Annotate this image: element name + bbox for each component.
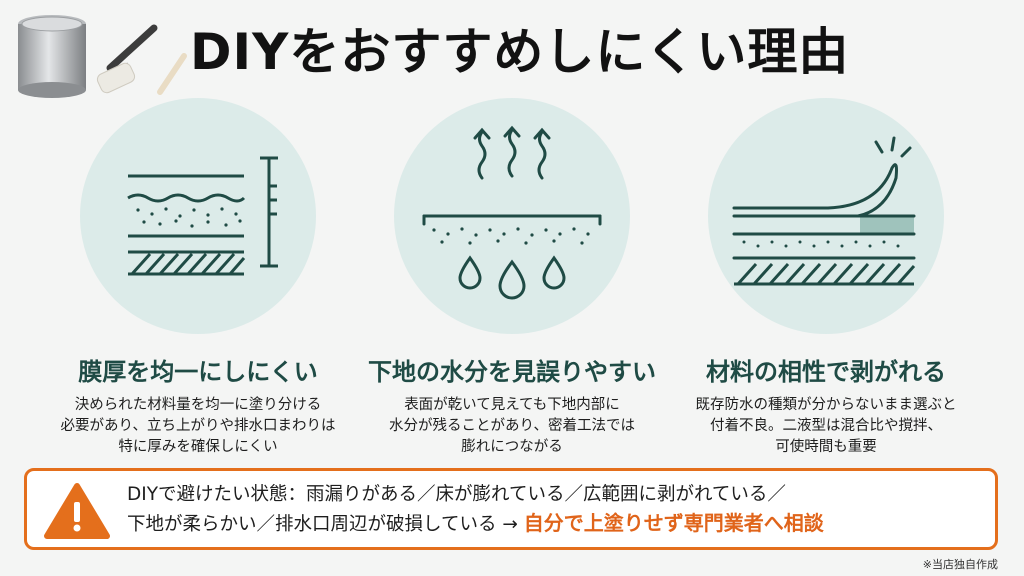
card-description: 既存防水の種類が分からないまま選ぶと 付着不良。二液型は混合比や撹拌、 可使時間… xyxy=(695,397,957,455)
moisture-icon xyxy=(394,98,630,334)
card-description: 決められた材料量を均一に塗り分ける 必要があり、立ち上がりや排水口まわりは 特に… xyxy=(60,397,336,455)
peeling-icon xyxy=(708,98,944,334)
warning-text: DIYで避けたい状態：雨漏りがある／床が膨れている／広範囲に剥がれている／ 下地… xyxy=(127,481,824,539)
reason-card-thickness: 膜厚を均一にしにくい 決められた材料量を均一に塗り分ける 必要があり、立ち上がり… xyxy=(48,98,348,458)
card-heading: 膜厚を均一にしにくい xyxy=(78,358,318,386)
card-heading: 材料の相性で剥がれる xyxy=(706,358,946,386)
warning-highlight: 自分で上塗りせず専門業者へ相談 xyxy=(523,511,824,535)
source-note: ※当店独自作成 xyxy=(922,558,998,571)
reason-card-moisture: 下地の水分を見誤りやすい 表面が乾いて見えても下地内部に 水分が残ることがあり、… xyxy=(362,98,662,458)
warning-line-2: 下地が柔らかい／排水口周辺が破損している → 自分で上塗りせず専門業者へ相談 xyxy=(127,509,824,539)
membrane-thickness-icon xyxy=(80,98,316,334)
card-description: 表面が乾いて見えても下地内部に 水分が残ることがあり、密着工法では 膨れにつなが… xyxy=(389,397,635,455)
card-heading: 下地の水分を見誤りやすい xyxy=(368,358,656,386)
warning-line-2-text: 下地が柔らかい／排水口周辺が破損している → xyxy=(127,514,524,535)
page-title: DIYをおすすめしにくい理由 xyxy=(190,23,850,81)
warning-line-1: DIYで避けたい状態：雨漏りがある／床が膨れている／広範囲に剥がれている／ xyxy=(127,484,786,505)
warning-box: DIYで避けたい状態：雨漏りがある／床が膨れている／広範囲に剥がれている／ 下地… xyxy=(24,468,998,550)
warning-icon xyxy=(44,483,110,539)
reason-card-peeling: 材料の相性で剥がれる 既存防水の種類が分からないまま選ぶと 付着不良。二液型は混… xyxy=(676,98,976,458)
paint-can-and-roller-illustration xyxy=(18,15,187,98)
